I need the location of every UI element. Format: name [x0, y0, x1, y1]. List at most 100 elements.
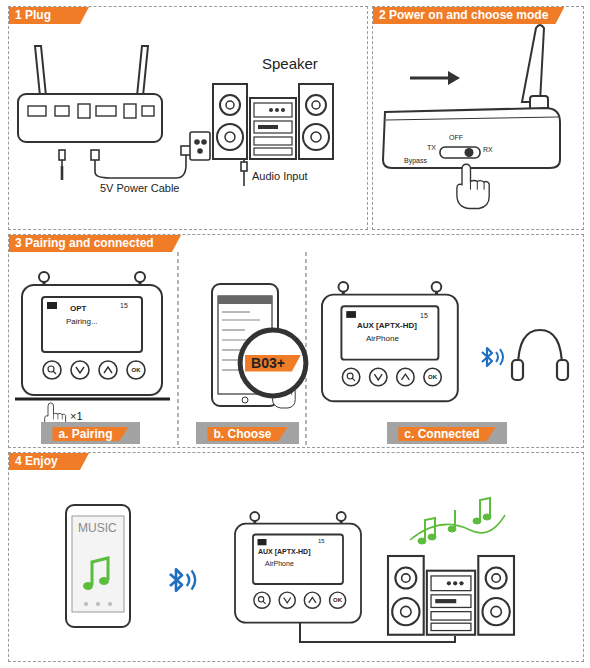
- illustration-part: [235, 512, 361, 623]
- screen-text: 15: [120, 302, 128, 310]
- screen-text: OK: [132, 367, 141, 374]
- illustration-part: [322, 282, 458, 401]
- illustration-part: [241, 162, 247, 171]
- illustration-part: [99, 577, 109, 585]
- illustration-part: [222, 319, 260, 320]
- divider: [177, 252, 179, 446]
- screen-text: OK: [333, 597, 342, 604]
- headphones: [512, 330, 568, 380]
- illustration-part: [61, 166, 64, 180]
- illustration-part: [28, 106, 46, 116]
- step-heading: 3 Pairing and connected: [9, 235, 181, 252]
- wire: [300, 623, 455, 642]
- cables: [59, 132, 210, 180]
- screen-text: AUX [APTX-HD]: [258, 548, 311, 556]
- illustration-part: [18, 94, 162, 142]
- illustration-part: [84, 602, 88, 606]
- illustration-part: [386, 117, 558, 120]
- illustration-part: [418, 538, 426, 544]
- badge-outline: [240, 330, 306, 396]
- screen-text: OPT: [70, 305, 86, 314]
- illustration-part: [480, 498, 490, 520]
- illustration-part: [142, 106, 154, 116]
- step-panel: 4 Enjoy: [8, 452, 584, 662]
- illustration-part: [218, 296, 272, 304]
- illustration-part: [22, 272, 162, 395]
- illustration-part: [428, 534, 436, 540]
- illustration-part: [454, 510, 456, 528]
- screen-text: OK: [428, 374, 437, 381]
- screen-text: RX: [483, 146, 493, 154]
- illustration-part: [383, 108, 560, 168]
- part-label: 5V Power Cable: [100, 182, 180, 194]
- illustration-part: [410, 515, 505, 540]
- illustration-part: [222, 329, 245, 330]
- illustration-part: [92, 558, 108, 585]
- illustration-part: [213, 84, 333, 159]
- illustration-part: [557, 360, 568, 380]
- screen-text: Bypass: [404, 157, 427, 165]
- illustration-part: [83, 582, 93, 590]
- illustration-part: [170, 569, 195, 591]
- illustration-part: [78, 104, 90, 118]
- step-caption: a. Pairing: [41, 422, 140, 444]
- illustration-part: [95, 154, 186, 178]
- table-line: [15, 398, 170, 401]
- node-text: a. Pairing: [52, 427, 128, 441]
- illustration-part: [66, 505, 130, 627]
- device-rear: [18, 46, 162, 142]
- part-label: Speaker: [262, 56, 318, 73]
- illustration-part: [222, 311, 250, 312]
- step-panel: 3 Pairing and connected a. Pairing B03+ b. …: [8, 234, 584, 448]
- illustration-part: [483, 514, 491, 520]
- node-text: b. Choose: [207, 427, 287, 441]
- illustration-part: [96, 106, 116, 116]
- part-label: Audio Input: [252, 170, 308, 182]
- part-label: MUSIC: [78, 522, 117, 535]
- screen-text: AUX [APTX-HD]: [357, 322, 417, 331]
- illustration-part: [440, 147, 480, 158]
- node-text: B03+: [245, 355, 301, 372]
- illustration-part: [482, 348, 503, 366]
- illustration-part: [59, 150, 65, 160]
- illustration-part: [202, 140, 206, 144]
- illustration-part: [425, 518, 435, 540]
- illustration-part: [72, 516, 124, 612]
- screen-text: 15: [420, 312, 428, 320]
- illustration-part: [457, 164, 489, 208]
- illustration-part: [222, 349, 240, 350]
- step-heading: 1 Plug: [9, 7, 89, 24]
- screen-text: OFF: [449, 134, 463, 142]
- step-panel: 2 Power on and choose mode: [372, 6, 584, 230]
- screen-text: TX: [427, 144, 436, 152]
- screen-text: Pairing...: [66, 318, 98, 327]
- step-caption: c. Connected: [387, 422, 507, 444]
- illustration-part: [137, 46, 148, 96]
- node-text: c. Connected: [398, 427, 495, 441]
- move-arrow: [410, 71, 460, 85]
- music-phone: [66, 505, 130, 627]
- illustration-part: [242, 397, 248, 403]
- illustration-part: [473, 518, 481, 524]
- illustration-part: [388, 556, 514, 635]
- illustration-part: [522, 25, 544, 102]
- step-panel: 1 Plug: [8, 6, 368, 230]
- device-side: [383, 25, 560, 168]
- screen-text: 15: [318, 538, 325, 545]
- illustration-part: [91, 150, 99, 160]
- illustration-part: [512, 360, 523, 380]
- illustration-part: [448, 71, 460, 85]
- step-heading: 2 Power on and choose mode: [373, 7, 564, 24]
- illustration-part: [195, 140, 199, 144]
- illustration-part: [35, 46, 46, 96]
- illustration-part: [198, 149, 202, 153]
- illustration-part: [124, 104, 136, 118]
- illustration-part: [190, 132, 210, 160]
- illustration-part: [96, 602, 100, 606]
- step-heading: 4 Enjoy: [9, 453, 89, 470]
- illustration-part: [465, 148, 474, 157]
- illustration-part: [108, 602, 112, 606]
- screen-text: AirPhone: [265, 560, 294, 568]
